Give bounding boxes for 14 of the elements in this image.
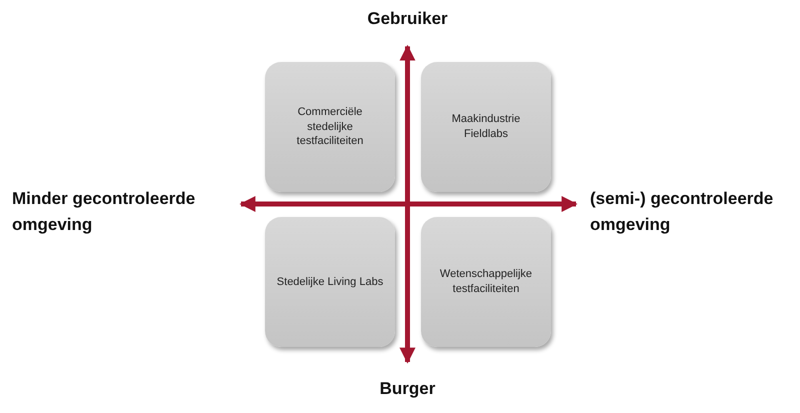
box-text: Commerciële stedelijke testfaciliteiten (296, 104, 364, 150)
double-arrow (239, 196, 578, 212)
quadrant-box (265, 217, 395, 347)
axis-label: Minder gecontroleerde omgeving (12, 186, 227, 239)
axis-label: (semi-) gecontroleerde omgeving (590, 186, 790, 239)
axis-label: Gebruiker (350, 6, 465, 32)
quadrant-box (421, 62, 551, 192)
double-arrow (400, 44, 416, 364)
box-text: Stedelijke Living Labs (276, 274, 384, 290)
box-text: Wetenschappelijke testfaciliteiten (438, 267, 534, 297)
axis-label: Burger (350, 376, 465, 402)
box-text: Maakindustrie Fieldlabs (450, 112, 522, 142)
quadrant-box (421, 217, 551, 347)
quadrant-box (265, 62, 395, 192)
